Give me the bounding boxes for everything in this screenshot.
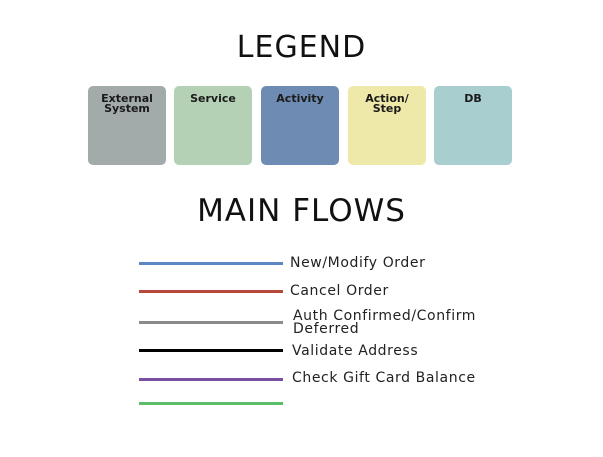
legend-title: LEGEND bbox=[236, 30, 367, 65]
legend-box-label: Service bbox=[190, 92, 236, 105]
flow-label: New/Modify Order bbox=[290, 255, 426, 271]
legend-box-label: Activity bbox=[276, 92, 324, 105]
legend-boxes: External System Service Activity Action/… bbox=[88, 86, 518, 166]
flow-line-check-gift-card-balance bbox=[139, 378, 283, 381]
flow-label: Validate Address bbox=[292, 343, 419, 359]
legend-box-db: DB bbox=[434, 86, 512, 165]
flow-line-validate-address bbox=[139, 349, 283, 352]
legend-box-label: External System bbox=[101, 92, 153, 115]
legend-box-label: Action/ Step bbox=[365, 92, 409, 115]
legend-box-activity: Activity bbox=[261, 86, 339, 165]
flow-line-new-modify-order bbox=[139, 262, 283, 265]
flow-line-cancel-order bbox=[139, 290, 283, 293]
flow-line-unlabeled bbox=[139, 402, 283, 405]
legend-box-external-system: External System bbox=[88, 86, 166, 165]
legend-box-label: DB bbox=[464, 92, 482, 105]
main-flows-title: MAIN FLOWS bbox=[197, 193, 406, 229]
legend-box-action-step: Action/ Step bbox=[348, 86, 426, 165]
legend-box-service: Service bbox=[174, 86, 252, 165]
flow-label: Auth Confirmed/Confirm Deferred bbox=[293, 308, 477, 337]
flow-label: Cancel Order bbox=[290, 283, 389, 299]
flow-label: Check Gift Card Balance bbox=[292, 370, 476, 386]
flow-line-auth-confirmed bbox=[139, 321, 283, 324]
